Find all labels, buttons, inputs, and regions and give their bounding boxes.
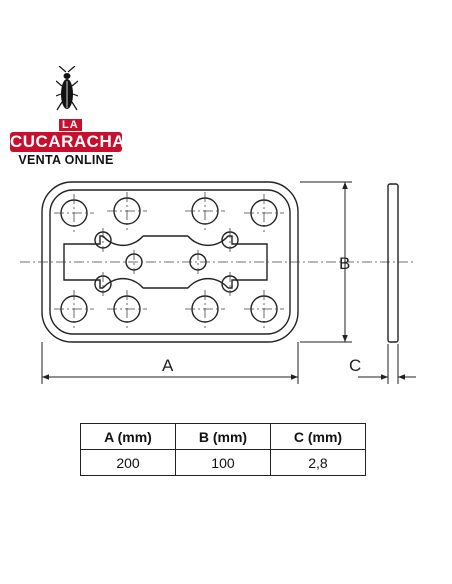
centerlines [20, 192, 415, 328]
logo-la-text: LA [59, 119, 82, 131]
plate-side-view [387, 183, 399, 343]
logo-tagline: VENTA ONLINE [18, 153, 114, 167]
table-row: 200 100 2,8 [80, 449, 367, 476]
table-header-c: C (mm) [269, 423, 367, 450]
table-cell-b: 100 [174, 449, 271, 476]
dimension-a-label: A [162, 356, 174, 375]
dimension-c-label: C [349, 356, 362, 375]
table-header-row: A (mm) B (mm) C (mm) [80, 423, 367, 450]
dimension-lines [41, 181, 416, 384]
technical-drawing [20, 181, 416, 384]
plate-hole-recesses [102, 235, 229, 289]
dimensions-table: A (mm) B (mm) C (mm) 200 100 2,8 [80, 423, 367, 476]
dimension-b-label: B [339, 254, 351, 273]
table-header-a: A (mm) [80, 423, 176, 450]
table-cell-c: 2,8 [269, 449, 367, 476]
brand-logo: LA CUCARACHA VENTA ONLINE [10, 66, 125, 172]
logo-name-text: CUCARACHA [10, 132, 125, 152]
table-header-b: B (mm) [174, 423, 271, 450]
cockroach-icon [56, 66, 78, 111]
table-cell-a: 200 [80, 449, 176, 476]
